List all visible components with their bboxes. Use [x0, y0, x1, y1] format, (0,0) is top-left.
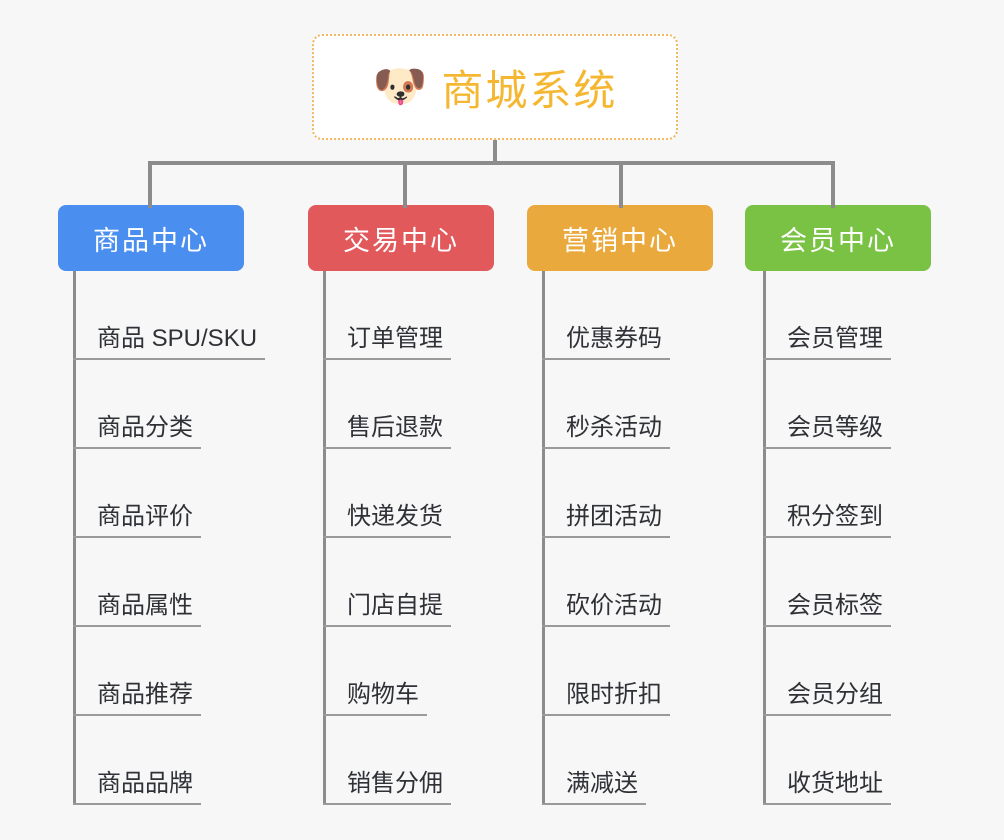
leaf-item[interactable]: 订单管理 — [323, 271, 451, 360]
leaf-item-label: 积分签到 — [763, 503, 891, 538]
leaf-item[interactable]: 满减送 — [542, 716, 670, 805]
leaf-item-label: 会员等级 — [763, 414, 891, 449]
dog-face-icon: 🐶 — [372, 61, 428, 112]
category-column-4: 会员中心会员管理会员等级积分签到会员标签会员分组收货地址 — [745, 205, 931, 805]
leaf-list-2: 订单管理售后退款快递发货门店自提购物车销售分佣 — [323, 271, 451, 805]
leaf-item[interactable]: 会员标签 — [763, 538, 891, 627]
leaf-item[interactable]: 商品 SPU/SKU — [73, 271, 266, 360]
category-node-4[interactable]: 会员中心 — [745, 205, 931, 271]
leaf-item-label: 限时折扣 — [542, 681, 670, 716]
leaf-item[interactable]: 砍价活动 — [542, 538, 670, 627]
leaf-item[interactable]: 优惠券码 — [542, 271, 670, 360]
leaf-item-label: 满减送 — [542, 770, 646, 805]
leaf-item[interactable]: 收货地址 — [763, 716, 891, 805]
leaf-item-label: 销售分佣 — [323, 770, 451, 805]
connector-bus — [148, 161, 834, 165]
leaf-item-label: 门店自提 — [323, 592, 451, 627]
category-node-3[interactable]: 营销中心 — [527, 205, 713, 271]
category-label: 交易中心 — [343, 225, 459, 256]
category-label: 会员中心 — [780, 225, 896, 256]
connector-trunk — [493, 140, 497, 163]
category-node-2[interactable]: 交易中心 — [308, 205, 494, 271]
category-column-1: 商品中心商品 SPU/SKU 商品分类商品评价商品属性商品推荐商品品牌 — [58, 205, 266, 805]
leaf-list-4: 会员管理会员等级积分签到会员标签会员分组收货地址 — [763, 271, 891, 805]
leaf-item-label: 优惠券码 — [542, 325, 670, 360]
leaf-list-1: 商品 SPU/SKU 商品分类商品评价商品属性商品推荐商品品牌 — [73, 271, 266, 805]
leaf-item[interactable]: 积分签到 — [763, 449, 891, 538]
leaf-item-label: 商品 SPU/SKU — [73, 325, 266, 360]
category-node-1[interactable]: 商品中心 — [58, 205, 244, 271]
leaf-item-label: 会员标签 — [763, 592, 891, 627]
leaf-item[interactable]: 购物车 — [323, 627, 451, 716]
leaf-item-label: 拼团活动 — [542, 503, 670, 538]
leaf-item[interactable]: 商品属性 — [73, 538, 265, 627]
leaf-item-label: 秒杀活动 — [542, 414, 670, 449]
leaf-item[interactable]: 拼团活动 — [542, 449, 670, 538]
leaf-item[interactable]: 限时折扣 — [542, 627, 670, 716]
category-column-2: 交易中心订单管理售后退款快递发货门店自提购物车销售分佣 — [308, 205, 494, 805]
root-node-label: 商城系统 — [441, 66, 618, 114]
leaf-item-label: 会员分组 — [763, 681, 891, 716]
connector-spine-1 — [73, 271, 76, 805]
leaf-item-label: 售后退款 — [323, 414, 451, 449]
leaf-item-label: 砍价活动 — [542, 592, 670, 627]
category-label: 商品中心 — [93, 225, 209, 256]
connector-drop-4 — [831, 161, 835, 208]
leaf-item-label: 订单管理 — [323, 325, 451, 360]
leaf-item-label: 会员管理 — [763, 325, 891, 360]
leaf-item[interactable]: 商品推荐 — [73, 627, 265, 716]
leaf-item-label: 购物车 — [323, 681, 427, 716]
leaf-item-label: 商品属性 — [73, 592, 201, 627]
leaf-item[interactable]: 门店自提 — [323, 538, 451, 627]
leaf-item-label: 快递发货 — [323, 503, 451, 538]
connector-spine-2 — [323, 271, 326, 805]
leaf-item[interactable]: 售后退款 — [323, 360, 451, 449]
connector-spine-3 — [542, 271, 545, 805]
leaf-item[interactable]: 商品分类 — [73, 360, 265, 449]
leaf-item[interactable]: 会员管理 — [763, 271, 891, 360]
leaf-item-label: 商品评价 — [73, 503, 201, 538]
connector-drop-1 — [148, 161, 152, 208]
root-node[interactable]: 🐶 商城系统 — [312, 34, 678, 140]
leaf-item[interactable]: 销售分佣 — [323, 716, 451, 805]
leaf-item[interactable]: 商品品牌 — [73, 716, 265, 805]
connector-drop-3 — [619, 161, 623, 208]
leaf-item[interactable]: 会员等级 — [763, 360, 891, 449]
leaf-item[interactable]: 秒杀活动 — [542, 360, 670, 449]
leaf-item-label: 商品品牌 — [73, 770, 201, 805]
leaf-list-3: 优惠券码秒杀活动拼团活动砍价活动限时折扣满减送 — [542, 271, 670, 805]
leaf-item-label: 收货地址 — [763, 770, 891, 805]
leaf-item-label: 商品分类 — [73, 414, 201, 449]
leaf-item-label: 商品推荐 — [73, 681, 201, 716]
leaf-item[interactable]: 商品评价 — [73, 449, 265, 538]
connector-spine-4 — [763, 271, 766, 805]
connector-drop-2 — [403, 161, 407, 208]
category-label: 营销中心 — [562, 225, 678, 256]
leaf-item[interactable]: 快递发货 — [323, 449, 451, 538]
leaf-item[interactable]: 会员分组 — [763, 627, 891, 716]
category-column-3: 营销中心优惠券码秒杀活动拼团活动砍价活动限时折扣满减送 — [527, 205, 713, 805]
